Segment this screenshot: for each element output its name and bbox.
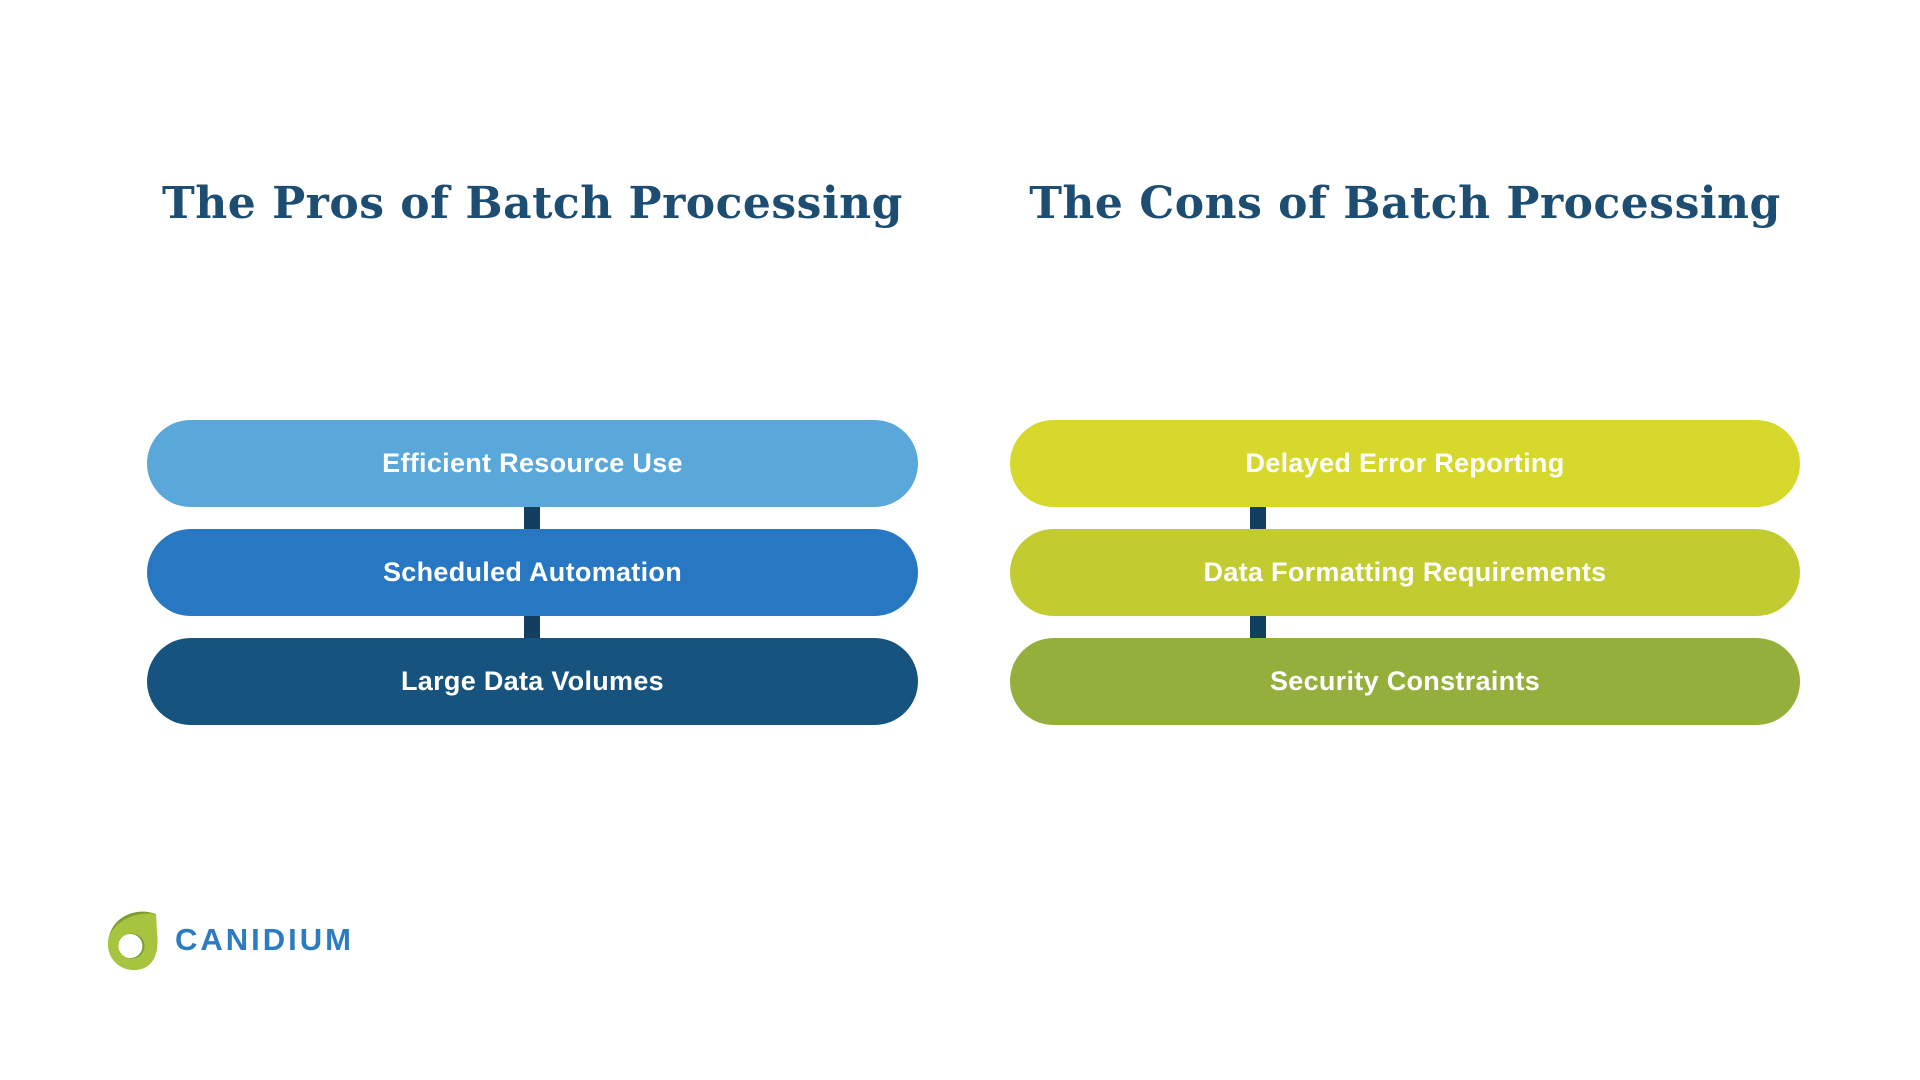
cons-pill-security-constraints: Security Constraints: [1010, 638, 1800, 725]
pill-label: Delayed Error Reporting: [1245, 448, 1565, 478]
droplet-shade: [110, 911, 156, 934]
canidium-droplet-icon: [107, 910, 159, 970]
droplet-hole: [118, 934, 143, 958]
cons-pill-data-formatting-requirements: Data Formatting Requirements: [1010, 529, 1800, 616]
pill-label: Security Constraints: [1269, 666, 1541, 696]
cons-pill-delayed-error-reporting: Delayed Error Reporting: [1010, 420, 1800, 507]
canidium-logo: CANIDIUM: [107, 910, 354, 970]
pill-label: Large Data Volumes: [401, 666, 664, 696]
canidium-wordmark: CANIDIUM: [175, 922, 354, 957]
pros-pill-scheduled-automation: Scheduled Automation: [147, 529, 918, 616]
pros-pill-large-data-volumes: Large Data Volumes: [147, 638, 918, 725]
pill-label: Scheduled Automation: [382, 557, 682, 587]
pill-label: Data Formatting Requirements: [1203, 557, 1607, 587]
cons-title: The Cons of Batch Processing: [1029, 178, 1781, 229]
pill-label: Efficient Resource Use: [382, 448, 683, 478]
pros-pill-efficient-resource-use: Efficient Resource Use: [147, 420, 918, 507]
pros-title: The Pros of Batch Processing: [162, 178, 903, 229]
